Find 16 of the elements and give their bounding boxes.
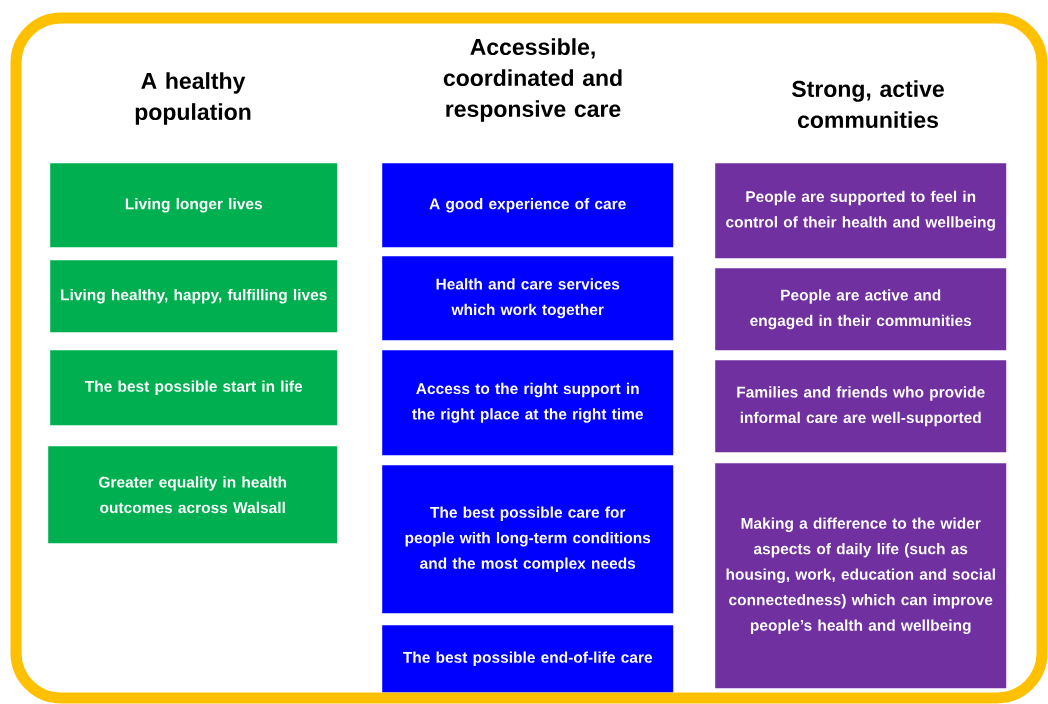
outcome-box: Access to the right support in the right place at the right time	[382, 350, 674, 456]
outcome-box: People are active and engaged in their communities	[715, 268, 1007, 351]
outcome-box: The best possible care for people with long-term conditions and the most complex needs	[382, 465, 674, 614]
outcome-box: Making a difference to the wider aspects of daily life (such as housing, work, education and social connectedness) which can improve people’s health and wellbeing	[715, 463, 1007, 689]
outcome-box: Greater equality in health outcomes across Walsall	[48, 446, 338, 544]
outcome-box: Health and care services which work together	[382, 256, 674, 341]
column-heading: A healthy population	[135, 72, 251, 125]
outcome-box: A good experience of care	[382, 163, 674, 248]
outcome-box: Living healthy, happy, fulfilling lives	[50, 260, 338, 333]
outcome-box: Families and friends who provide informal care are well-supported	[715, 360, 1007, 453]
outcome-box: The best possible end-of-life care	[382, 625, 674, 693]
outcome-box: People are supported to feel in control of their health and wellbeing	[715, 163, 1007, 259]
outcome-box: The best possible start in life	[50, 350, 338, 426]
column-heading: Accessible, coordinated and responsive care	[443, 38, 622, 122]
column-heading: Strong, active communities	[792, 80, 944, 129]
outcome-box: Living longer lives	[50, 163, 338, 248]
